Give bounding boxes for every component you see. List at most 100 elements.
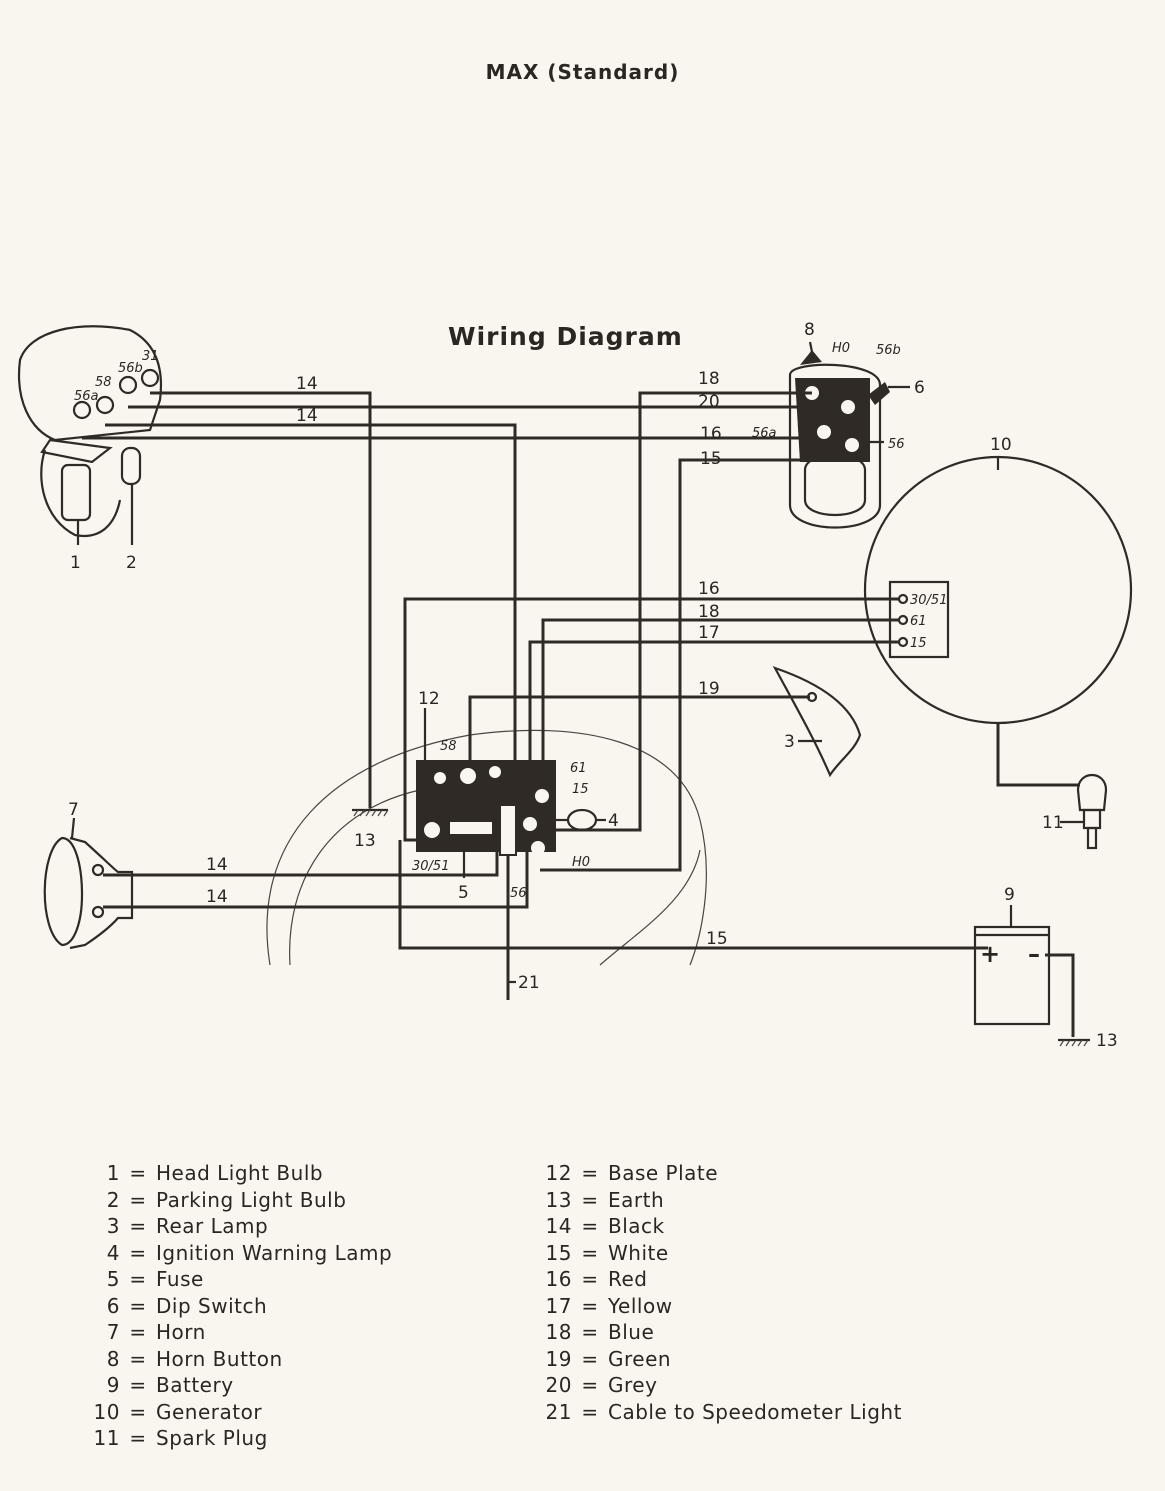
legend-equals: = bbox=[129, 1373, 147, 1397]
gen-61-label: 61 bbox=[910, 614, 927, 629]
body-outline bbox=[266, 729, 707, 966]
legend-item: 18 = Blue bbox=[540, 1319, 902, 1346]
ht-lead bbox=[996, 723, 1080, 787]
legend-number: 13 bbox=[545, 1187, 572, 1212]
legend-text: Cable to Speedometer Light bbox=[608, 1399, 902, 1424]
battery-wire-15-label: 15 bbox=[706, 929, 728, 949]
bp-terminal-3051 bbox=[424, 822, 440, 838]
terminal-56b-label: 56b bbox=[118, 361, 143, 376]
wire-20-label: 20 bbox=[698, 392, 720, 412]
legend-text: Horn Button bbox=[156, 1346, 283, 1371]
legend-text: Fuse bbox=[156, 1267, 204, 1291]
switch-wires bbox=[540, 391, 852, 872]
legend-item: 10=Generator bbox=[88, 1399, 392, 1426]
switch-terminal-56b bbox=[839, 398, 857, 416]
label-11: 11 bbox=[1042, 813, 1064, 833]
gen-15-label: 15 bbox=[910, 636, 927, 651]
bp-61-label: 61 bbox=[570, 761, 587, 776]
label-13-left: 13 bbox=[354, 831, 376, 851]
head-light-bulb bbox=[60, 463, 92, 522]
legend-text: Horn bbox=[156, 1320, 206, 1344]
legend-item: 21=Cable to Speedometer Light bbox=[540, 1399, 902, 1426]
legend-text: Ignition Warning Lamp bbox=[156, 1240, 393, 1265]
legend-item: 4=Ignition Warning Lamp bbox=[88, 1240, 392, 1267]
label-1: 1 bbox=[70, 553, 81, 573]
legend-text: Blue bbox=[608, 1320, 655, 1344]
gen-wire-18-label: 18 bbox=[698, 602, 720, 622]
bp-terminal-61 bbox=[535, 789, 549, 803]
wire-17-gen bbox=[528, 640, 899, 790]
dip-lever bbox=[868, 382, 890, 405]
legend-text: Rear Lamp bbox=[156, 1214, 269, 1238]
switch-56-label: 56 bbox=[888, 437, 905, 452]
wire-16-label: 16 bbox=[700, 424, 722, 444]
dip-switch: 8 6 H0 56b 56a 56 bbox=[752, 320, 925, 529]
gen-wire-16-label: 16 bbox=[698, 579, 720, 599]
legend-number: 6 bbox=[106, 1293, 120, 1318]
legend-equals: = bbox=[581, 1293, 599, 1318]
battery-earth-wire bbox=[1045, 953, 1075, 1037]
wire-15-battery bbox=[398, 840, 988, 950]
legend-number: 14 bbox=[545, 1214, 572, 1238]
legend-item: 3=Rear Lamp bbox=[88, 1213, 392, 1240]
legend-equals: = bbox=[129, 1399, 147, 1424]
earth-symbol-left: 13 bbox=[352, 808, 389, 851]
switch-56b-label: 56b bbox=[876, 343, 901, 358]
bp-terminal-56 bbox=[499, 804, 517, 856]
wire-14a-label: 14 bbox=[296, 374, 318, 394]
legend-equals: = bbox=[581, 1399, 599, 1424]
parking-light-bulb bbox=[120, 446, 142, 486]
legend-text: Earth bbox=[608, 1187, 665, 1212]
legend-number: 5 bbox=[106, 1267, 120, 1291]
terminal-31 bbox=[140, 368, 160, 388]
battery: 15 9 + – 13 bbox=[398, 840, 1118, 1051]
headlamp-reflector bbox=[40, 449, 122, 538]
legend-number: 12 bbox=[545, 1161, 572, 1185]
legend-number: 3 bbox=[106, 1214, 120, 1238]
bp-15-label: 15 bbox=[572, 782, 589, 797]
bp-h0-label: H0 bbox=[572, 855, 590, 870]
legend-number: 10 bbox=[93, 1399, 120, 1424]
wire-14-lower bbox=[105, 423, 517, 800]
legend-text: Red bbox=[608, 1267, 648, 1291]
label-21: 21 bbox=[518, 973, 540, 993]
battery-plus: + bbox=[980, 940, 1000, 968]
terminal-31-label: 31 bbox=[142, 349, 159, 364]
legend-text: Base Plate bbox=[608, 1161, 719, 1185]
terminal-56a bbox=[72, 400, 92, 420]
legend-text: Spark Plug bbox=[156, 1426, 268, 1450]
legend-equals: = bbox=[581, 1320, 599, 1344]
legend-item: 19=Green bbox=[540, 1346, 902, 1373]
headlamp-assembly: 31 56b 58 56a 1 2 bbox=[18, 325, 163, 573]
earth-hatch-right bbox=[1059, 1039, 1089, 1047]
leader-7 bbox=[70, 817, 76, 839]
legend-equals: = bbox=[581, 1161, 599, 1185]
legend-equals: = bbox=[581, 1267, 599, 1291]
horn-wire-14b-label: 14 bbox=[206, 887, 228, 907]
headlamp-housing bbox=[18, 325, 163, 442]
page-title: MAX (Standard) bbox=[485, 60, 680, 84]
legend-item: 5=Fuse bbox=[88, 1266, 392, 1293]
legend-number: 1 bbox=[106, 1161, 120, 1185]
bulb-holder bbox=[40, 438, 113, 464]
battery-minus: – bbox=[1028, 940, 1040, 968]
bp-terminal-15 bbox=[523, 817, 537, 831]
bp-hole-1 bbox=[489, 766, 501, 778]
leader-8 bbox=[808, 341, 814, 353]
legend-item: 11=Spark Plug bbox=[88, 1425, 392, 1452]
horn-wire-14b bbox=[103, 850, 529, 909]
horn-terminal-1 bbox=[91, 863, 105, 877]
legend-text: Dip Switch bbox=[156, 1293, 268, 1318]
bp-terminal-h0 bbox=[531, 841, 545, 855]
dip-switch-grip bbox=[803, 453, 867, 517]
horn-terminal-2 bbox=[91, 905, 105, 919]
body-outline-right bbox=[599, 849, 701, 966]
wire-18-label: 18 bbox=[698, 369, 720, 389]
legend-number: 4 bbox=[106, 1240, 120, 1265]
horn-face bbox=[43, 836, 84, 947]
wire-18-switch bbox=[548, 391, 812, 832]
legend-number: 18 bbox=[545, 1320, 572, 1344]
horn-body bbox=[69, 836, 134, 950]
fuse bbox=[450, 822, 492, 834]
